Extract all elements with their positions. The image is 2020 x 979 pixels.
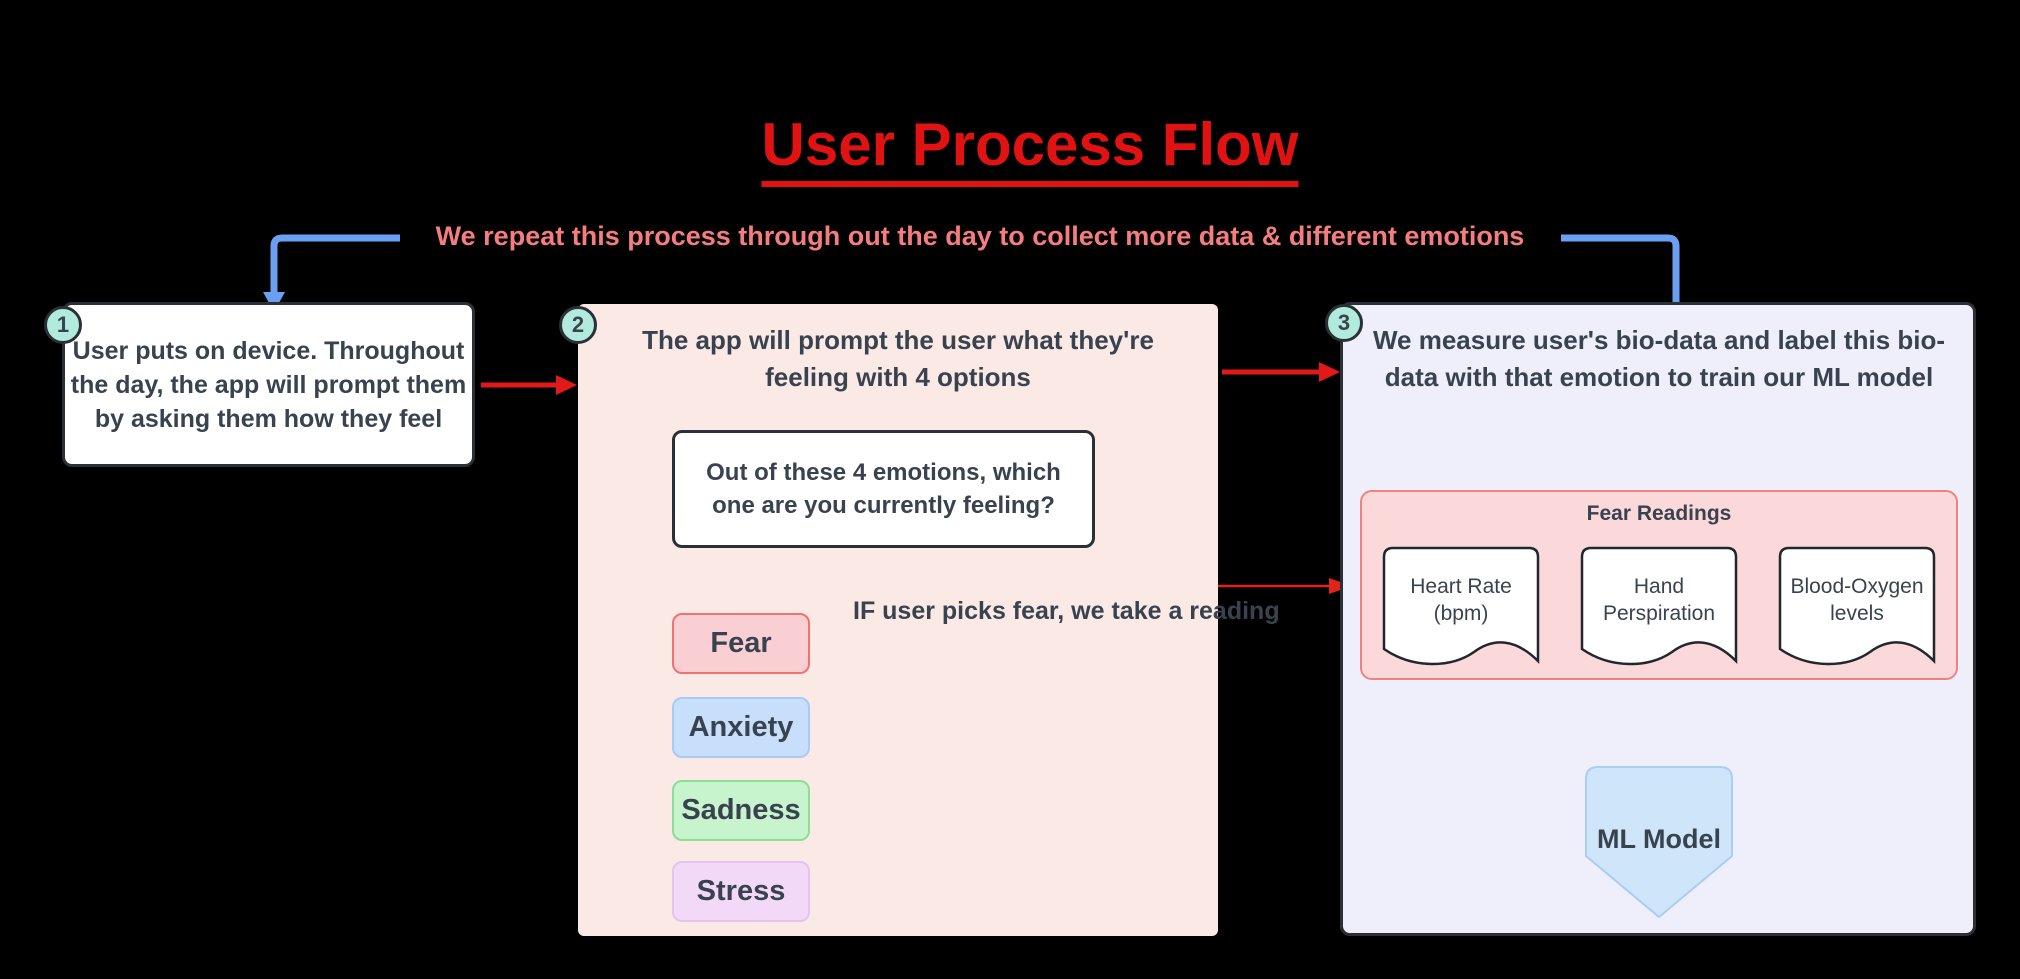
step3-badge: 3 bbox=[1325, 304, 1363, 342]
option-anxiety: Anxiety bbox=[672, 697, 810, 758]
reading-doc-blood-oxygen: Blood-Oxygen levels bbox=[1777, 545, 1937, 667]
arrow-step2-to-step3 bbox=[1222, 362, 1340, 382]
repeat-note: We repeat this process through out the d… bbox=[435, 221, 1525, 251]
fear-readings-title: Fear Readings bbox=[1586, 502, 1732, 525]
reading-doc-label: Hand Perspiration bbox=[1602, 575, 1716, 625]
step1-text: User puts on device. Throughout the day,… bbox=[70, 336, 467, 433]
step2-heading: The app will prompt the user what they'r… bbox=[642, 325, 1154, 392]
document-shape bbox=[1778, 546, 1936, 666]
reading-doc-label: Blood-Oxygen levels bbox=[1790, 575, 1924, 625]
ml-model-label: ML Model bbox=[1597, 824, 1721, 854]
document-shape bbox=[1382, 546, 1540, 666]
emotion-question-text: Out of these 4 emotions, which one are y… bbox=[706, 459, 1061, 519]
reading-doc-hand-perspiration: Hand Perspiration bbox=[1579, 545, 1739, 667]
option-sadness: Sadness bbox=[672, 780, 810, 841]
emotion-question-box: Out of these 4 emotions, which one are y… bbox=[672, 430, 1095, 548]
document-shape bbox=[1580, 546, 1738, 666]
step2-badge: 2 bbox=[559, 306, 597, 344]
step3-heading: We measure user's bio-data and label thi… bbox=[1372, 325, 1946, 392]
shield-down-shape bbox=[1585, 766, 1733, 918]
page-title: User Process Flow bbox=[761, 112, 1299, 187]
ml-model-shape: ML Model bbox=[1585, 766, 1733, 918]
repeat-arrow-left bbox=[263, 234, 400, 312]
reading-doc-label: Heart Rate (bpm) bbox=[1410, 575, 1512, 625]
step1-badge: 1 bbox=[44, 306, 82, 344]
reading-doc-heart-rate: Heart Rate (bpm) bbox=[1381, 545, 1541, 667]
option-stress: Stress bbox=[672, 861, 810, 922]
step1-box: User puts on device. Throughout the day,… bbox=[62, 302, 475, 467]
option-fear: Fear bbox=[672, 613, 810, 674]
fear-branch-label: IF user picks fear, we take a reading bbox=[853, 597, 1280, 625]
arrow-step1-to-step2 bbox=[481, 375, 577, 395]
